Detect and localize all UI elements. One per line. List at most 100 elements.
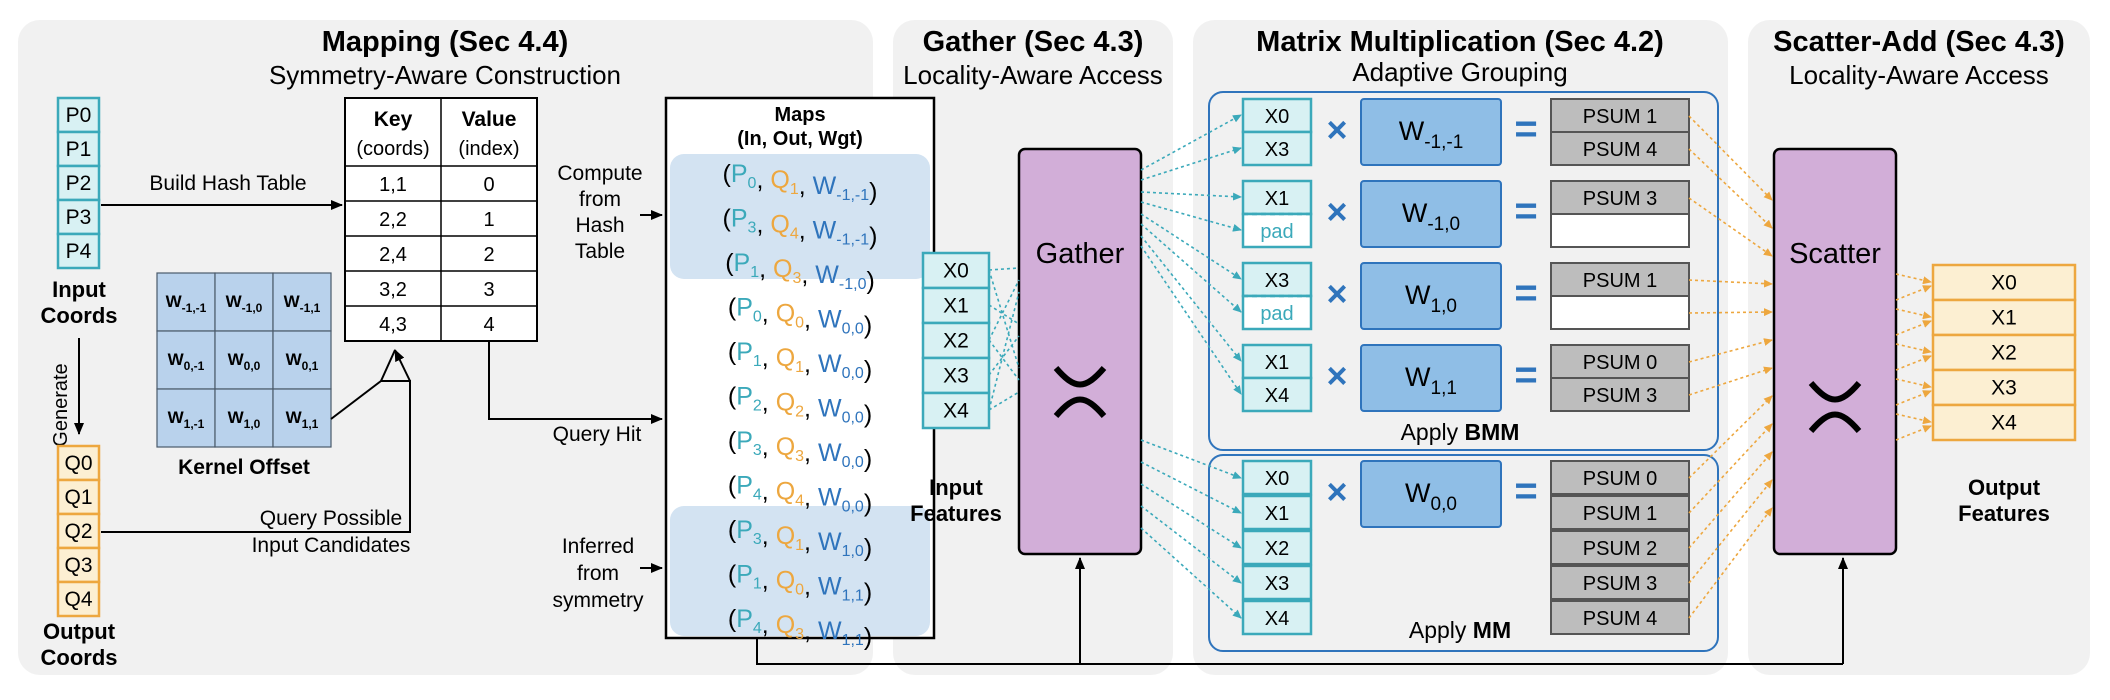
psum-scatter-link (1688, 308, 1773, 317)
gather-subtitle: Locality-Aware Access (903, 60, 1163, 90)
bmm-psum (1550, 344, 1690, 379)
mm-psum (1550, 530, 1690, 565)
inferred-label: symmetry (553, 589, 644, 612)
input-coord-cell (56, 232, 101, 270)
output-feature-cell (1931, 333, 2077, 372)
bmm-weight (1360, 344, 1502, 412)
psum-scatter-link (1688, 423, 1773, 514)
bmm-psum-label: PSUM 3 (1583, 385, 1657, 407)
input-feature-cell (921, 391, 991, 430)
kernel-cell (214, 272, 274, 332)
scatter-subtitle: Locality-Aware Access (1789, 60, 2049, 90)
maps-feedback-line (756, 638, 1843, 665)
maps-header: Maps (774, 104, 825, 126)
output-feature-cell-label: X3 (1991, 377, 2017, 400)
bmm-input-label: pad (1260, 303, 1293, 325)
mm-input (1241, 494, 1313, 531)
kernel-cell-label: W-1,-1 (166, 292, 207, 315)
bmm-input (1241, 376, 1313, 413)
input-coord-cell (56, 130, 101, 168)
mm-input (1241, 599, 1313, 636)
mm-psum-label: PSUM 1 (1583, 503, 1657, 525)
kernel-cell (214, 388, 274, 448)
bmm-input (1241, 294, 1313, 331)
hash-value-header: Value (462, 108, 517, 131)
times-sign: × (1326, 355, 1347, 396)
psum-scatter-link (1688, 279, 1773, 288)
output-feature-cell (1931, 403, 2077, 442)
input-coord-cell-label: P3 (66, 206, 92, 229)
maps-computed-highlight (670, 154, 930, 279)
output-features-label: Output (1968, 475, 2041, 500)
gather-mm-link (1140, 483, 1242, 549)
bmm-input-label: pad (1260, 221, 1293, 243)
gather-bmm-link (1140, 114, 1242, 171)
mapping-subtitle: Symmetry-Aware Construction (269, 60, 621, 90)
input-coord-cell-label: P4 (66, 240, 92, 263)
maps-entry: (P4, Q3, W1,1) (728, 605, 872, 651)
mm-psum-label: PSUM 2 (1583, 538, 1657, 560)
bmm-input (1241, 261, 1313, 298)
mm-psum (1550, 495, 1690, 530)
maps-header-sub: (In, Out, Wgt) (737, 128, 863, 150)
input-feature-cell-label: X4 (943, 400, 969, 423)
scatter-cross-icon (1808, 381, 1862, 433)
kernel-to-query (330, 380, 382, 420)
kernel-offset-label: Kernel Offset (178, 456, 310, 479)
mm-input-label: X2 (1265, 538, 1289, 560)
bmm-input-label: X1 (1265, 188, 1289, 210)
hash-value-cell: 3 (483, 279, 494, 301)
kernel-cell-label: W1,-1 (168, 408, 205, 431)
maps-entry: (P3, Q3, W0,0) (728, 427, 872, 473)
kernel-cell-label: W0,1 (286, 350, 319, 373)
output-coord-cell-label: Q0 (64, 452, 92, 475)
kernel-cell (272, 388, 332, 448)
maps-entry: (P2, Q2, W0,0) (728, 383, 872, 429)
scatter-box (1772, 147, 1898, 556)
gather-bmm-link (1140, 223, 1242, 313)
feature-gather-link (988, 291, 1020, 411)
bmm-psum (1550, 295, 1690, 330)
mm-input-label: X1 (1265, 503, 1289, 525)
hash-key-cell: 2,2 (379, 209, 407, 231)
bmm-psum-label: PSUM 1 (1583, 106, 1657, 128)
mm-psum (1550, 565, 1690, 600)
mm-input (1241, 529, 1313, 566)
output-coord-cell (56, 546, 101, 584)
output-coord-cell-label: Q1 (64, 486, 92, 509)
compute-label: from (579, 188, 621, 211)
input-feature-cell-label: X2 (943, 330, 969, 353)
bmm-group-frame (1208, 91, 1719, 451)
psum-scatter-link (1688, 338, 1773, 363)
apply-bmm-label: Apply BMM (1401, 419, 1520, 445)
output-feature-cell-label: X2 (1991, 342, 2017, 365)
maps-entry: (P3, Q4, W-1,-1) (723, 205, 878, 251)
maps-entry: (P0, Q1, W-1,-1) (723, 160, 878, 206)
gather-bmm-link (1140, 201, 1242, 232)
gather-bmm-link (1140, 213, 1242, 280)
kernel-cell-label: W-1,1 (284, 292, 321, 315)
inferred-label: from (577, 562, 619, 585)
gather-mm-link (1140, 461, 1242, 514)
bmm-psum (1550, 213, 1690, 248)
hash-key-sub: (coords) (356, 138, 429, 160)
feature-gather-link (988, 339, 1020, 381)
matmul-title: Matrix Multiplication (Sec 4.2) (1256, 26, 1664, 58)
bmm-input (1241, 212, 1313, 249)
output-coord-cell-label: Q2 (64, 520, 92, 543)
kernel-cell (156, 388, 216, 448)
output-coord-cell-label: Q3 (64, 554, 92, 577)
hash-value-cell: 2 (483, 244, 494, 266)
scatter-output-link (1895, 285, 1932, 301)
bmm-weight-label: W-1,-1 (1399, 116, 1464, 153)
scatter-title: Scatter-Add (Sec 4.3) (1773, 26, 2065, 58)
kernel-cell-label: W0,0 (228, 350, 261, 373)
bmm-psum (1550, 131, 1690, 166)
build-hash-label: Build Hash Table (149, 172, 306, 195)
input-coords-label: Coords (41, 303, 118, 328)
psum-scatter-link (1688, 395, 1773, 479)
gather-cross-icon (1053, 366, 1107, 418)
kernel-cell (272, 330, 332, 390)
input-coord-cell-label: P2 (66, 172, 92, 195)
